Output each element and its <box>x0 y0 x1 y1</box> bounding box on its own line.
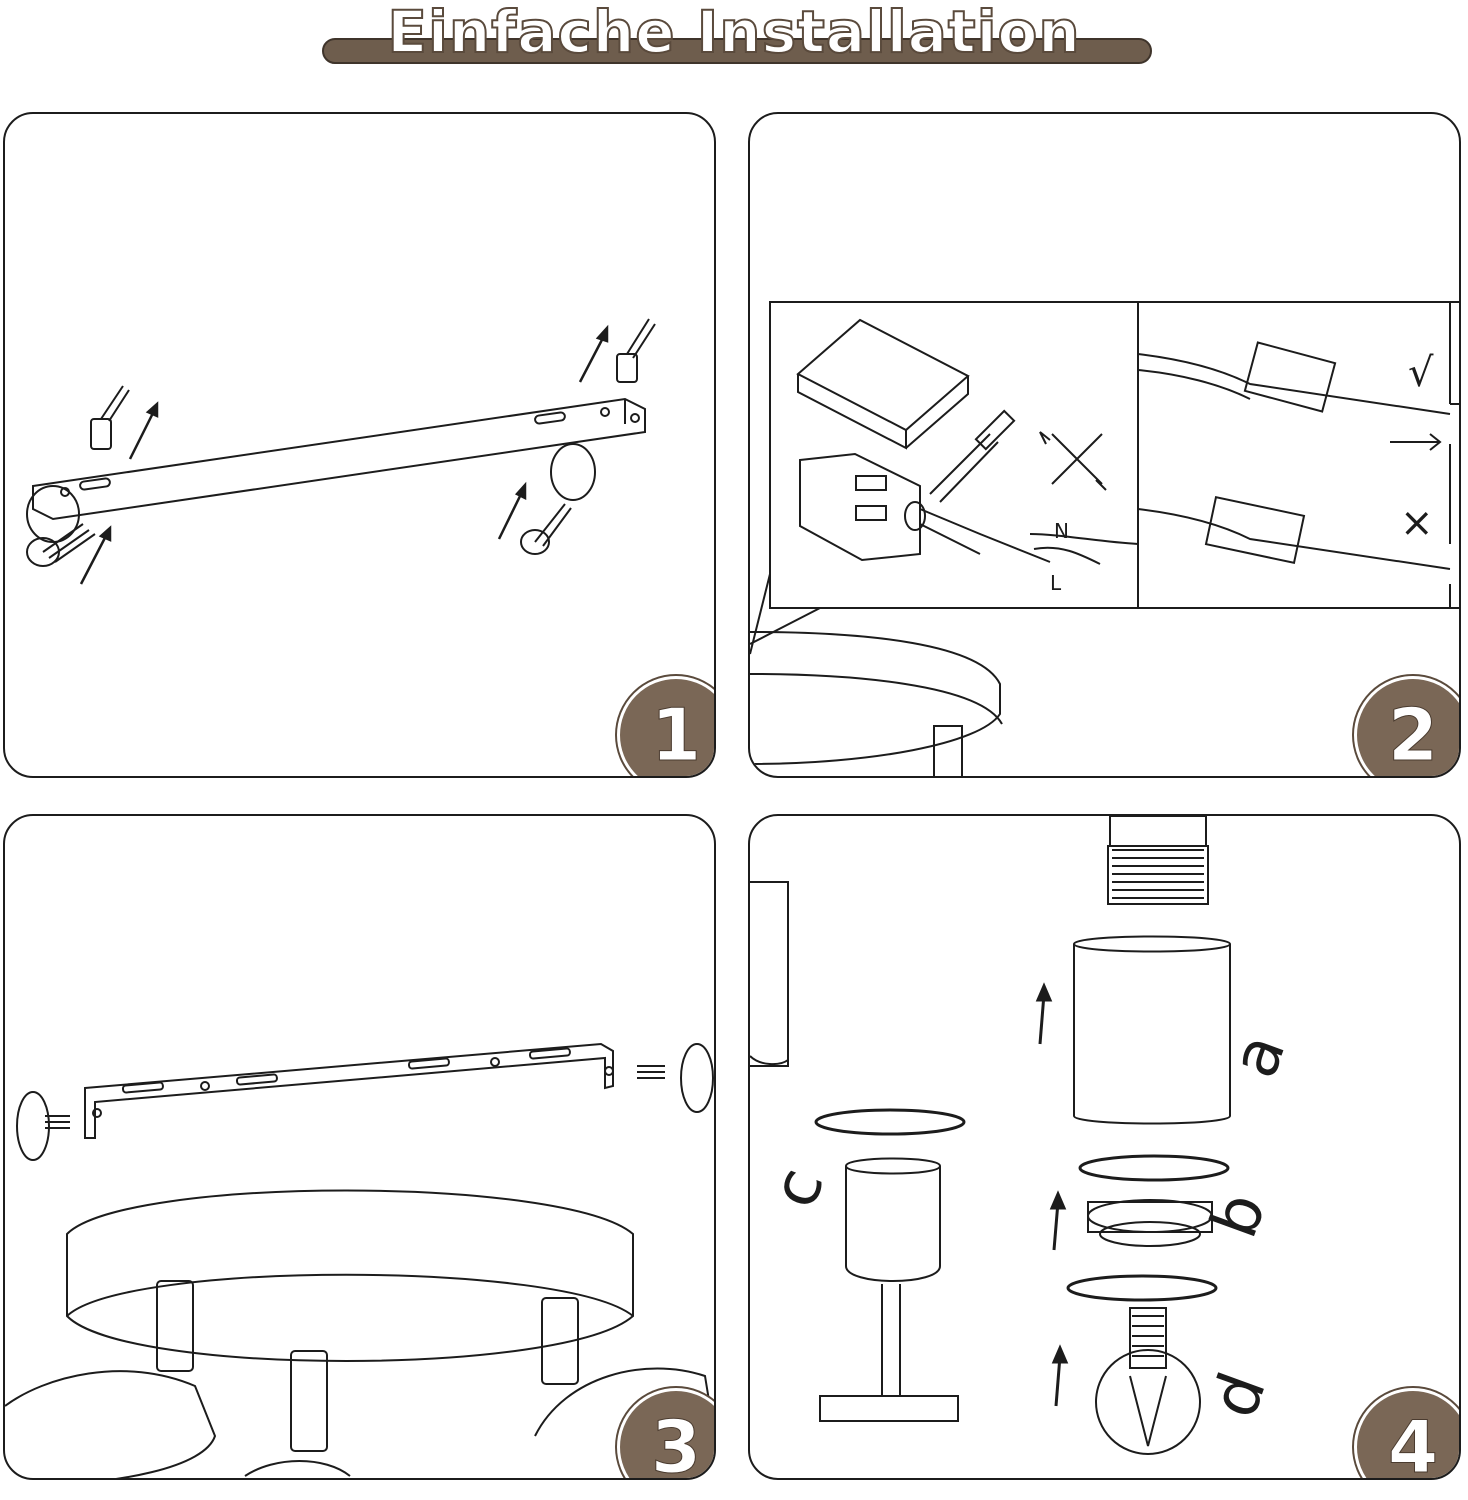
screw-right-icon <box>637 1043 714 1113</box>
step-2-panel: N L √ × 2 <box>748 112 1461 778</box>
title-bar <box>322 38 1152 64</box>
terminal-cover-icon <box>796 318 970 450</box>
rotation-arrow-icon <box>814 1108 1230 1302</box>
part-label-d: d <box>1197 1364 1280 1427</box>
light-bulb-icon <box>1095 1307 1201 1455</box>
page-title: Einfache Installation <box>386 0 1081 66</box>
incorrect-mark: × <box>1400 500 1434 546</box>
wire-label-l: L <box>1050 571 1062 595</box>
ceiling-canopy-icon <box>66 1189 634 1362</box>
step-4-illustration: a b c d <box>750 816 1300 1455</box>
screw-right-icon <box>520 443 596 555</box>
step-3-illustration <box>5 1042 714 1478</box>
mounting-bracket-icon <box>84 1042 614 1139</box>
correct-mark: √ <box>1408 350 1434 396</box>
screwdriver-icon <box>929 409 1016 503</box>
step-2-badge: 2 <box>1354 676 1459 776</box>
step-1-illustration <box>26 318 656 585</box>
wall-plug-right-icon <box>616 318 656 383</box>
terminal-block-icon <box>799 452 921 562</box>
step-2-illustration: N L √ × <box>750 301 1459 776</box>
screw-left-icon <box>26 485 96 567</box>
step-4-panel: a b c d 4 <box>748 814 1461 1480</box>
arrow-icon <box>79 324 609 585</box>
arrow-icon <box>1035 982 1069 1407</box>
step-1-panel: 1 <box>3 112 716 778</box>
lamp-shade-icon <box>1073 935 1231 1125</box>
part-label-b: b <box>1197 1184 1280 1247</box>
step-1-badge: 1 <box>617 676 714 776</box>
screw-left-icon <box>16 1091 70 1161</box>
wall-plug-left-icon <box>90 385 130 450</box>
wire-label-n: N <box>1054 519 1069 543</box>
socket-holder-icon <box>819 1157 959 1422</box>
threaded-rod-icon <box>1107 816 1209 905</box>
part-label-c: c <box>757 1159 839 1217</box>
step-3-panel: 3 <box>3 814 716 1480</box>
retaining-ring-icon <box>1087 1199 1213 1247</box>
